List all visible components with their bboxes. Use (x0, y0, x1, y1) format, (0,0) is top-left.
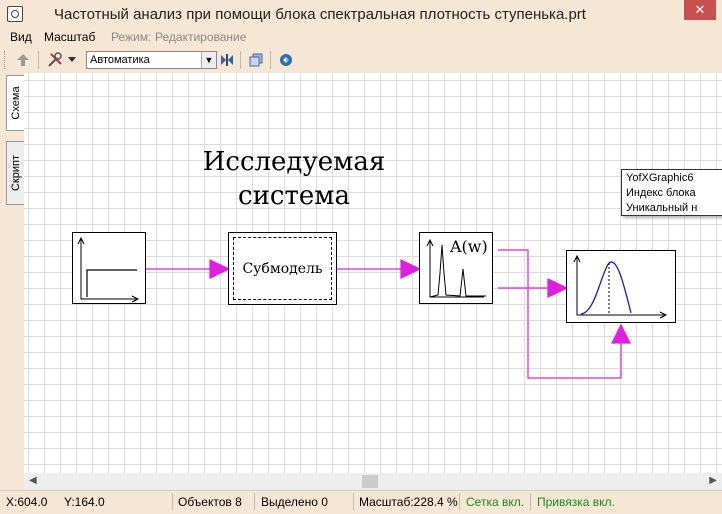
system-caption: Исследуемая система (202, 145, 386, 213)
close-button[interactable]: ✕ (684, 0, 716, 20)
arrowhead-icon (209, 259, 231, 279)
arrowhead-icon (400, 259, 422, 279)
solver-combo-value: Автоматика (90, 54, 150, 66)
status-separator (530, 493, 531, 510)
fit-icon[interactable] (218, 51, 236, 69)
graph-block[interactable] (566, 250, 676, 323)
mode-value: Редактирование (155, 30, 247, 44)
arrowhead-icon (611, 323, 631, 344)
tooltip-line: YofXGraphic6 (626, 172, 694, 184)
arrowhead-icon (547, 278, 569, 298)
window-title: Частотный анализ при помощи блока спектр… (54, 6, 586, 23)
layers-icon[interactable] (247, 51, 265, 69)
left-tab-strip: Схема Скрипт (0, 73, 24, 473)
app-icon[interactable] (7, 6, 23, 22)
submodel-label: Субмодель (233, 237, 332, 300)
step-function-icon (77, 236, 140, 303)
spectrum-icon (426, 238, 486, 298)
menu-scale[interactable]: Масштаб (44, 30, 96, 44)
tooltip-line: Индекс блока (626, 187, 696, 199)
tab-script[interactable]: Скрипт (6, 141, 24, 205)
status-objects: Объектов 8 (178, 495, 242, 509)
menu-view[interactable]: Вид (10, 30, 32, 44)
toolbar-separator (270, 51, 271, 69)
spectral-density-block[interactable]: A(w) (419, 232, 493, 304)
status-bar: X:604.0 Y:164.0 Объектов 8 Выделено 0 Ма… (0, 490, 722, 514)
scroll-right-icon[interactable]: ▶ (709, 475, 717, 486)
tooltip-line: Уникальный н (626, 202, 698, 214)
tab-script-label: Скрипт (10, 155, 22, 192)
system-caption-line2: система (238, 181, 350, 211)
toolbar-separator (38, 51, 39, 69)
step-source-block[interactable] (72, 232, 146, 304)
status-y: Y:164.0 (64, 495, 105, 509)
dropdown-arrow-icon[interactable] (66, 51, 78, 69)
status-separator (172, 493, 173, 510)
toolbar-separator (240, 51, 241, 69)
chevron-down-icon[interactable]: ▼ (201, 52, 216, 68)
tab-scheme-label: Схема (10, 86, 22, 120)
status-grid: Сетка вкл. (466, 495, 525, 509)
graph-curve-icon (573, 254, 668, 319)
status-x: X:604.0 (6, 495, 48, 509)
title-bar: Частотный анализ при помощи блока спектр… (0, 0, 722, 28)
horizontal-scrollbar[interactable]: ◀ ▶ (24, 473, 722, 490)
block-tooltip: YofXGraphic6 Индекс блока Уникальный н (621, 169, 722, 216)
menu-bar: Вид Масштаб Режим: Редактирование (0, 28, 722, 46)
link-spectrum-to-graph-bottom[interactable] (498, 249, 622, 379)
scroll-thumb[interactable] (362, 475, 378, 488)
diagram-canvas[interactable]: Исследуемая система Субмодель (24, 73, 722, 473)
spectrum-label: A(w) (450, 237, 488, 256)
sync-icon[interactable] (277, 51, 295, 69)
status-separator (353, 493, 354, 510)
status-snap: Привязка вкл. (537, 495, 615, 509)
mode-label: Режим: (111, 30, 152, 44)
status-separator (254, 493, 255, 510)
tools-icon[interactable] (46, 51, 64, 69)
status-selected: Выделено 0 (261, 495, 328, 509)
submodel-block[interactable]: Субмодель (228, 232, 337, 305)
scroll-left-icon[interactable]: ◀ (29, 475, 37, 486)
solver-combo[interactable]: Автоматика ▼ (86, 51, 217, 69)
links-layer (146, 249, 631, 379)
toolbar-grip[interactable] (4, 51, 8, 69)
up-arrow-icon[interactable] (14, 51, 32, 69)
status-separator (459, 493, 460, 510)
tab-scheme[interactable]: Схема (6, 75, 24, 131)
system-caption-line1: Исследуемая (202, 147, 386, 177)
status-scale: Масштаб:228.4 % (359, 495, 458, 509)
